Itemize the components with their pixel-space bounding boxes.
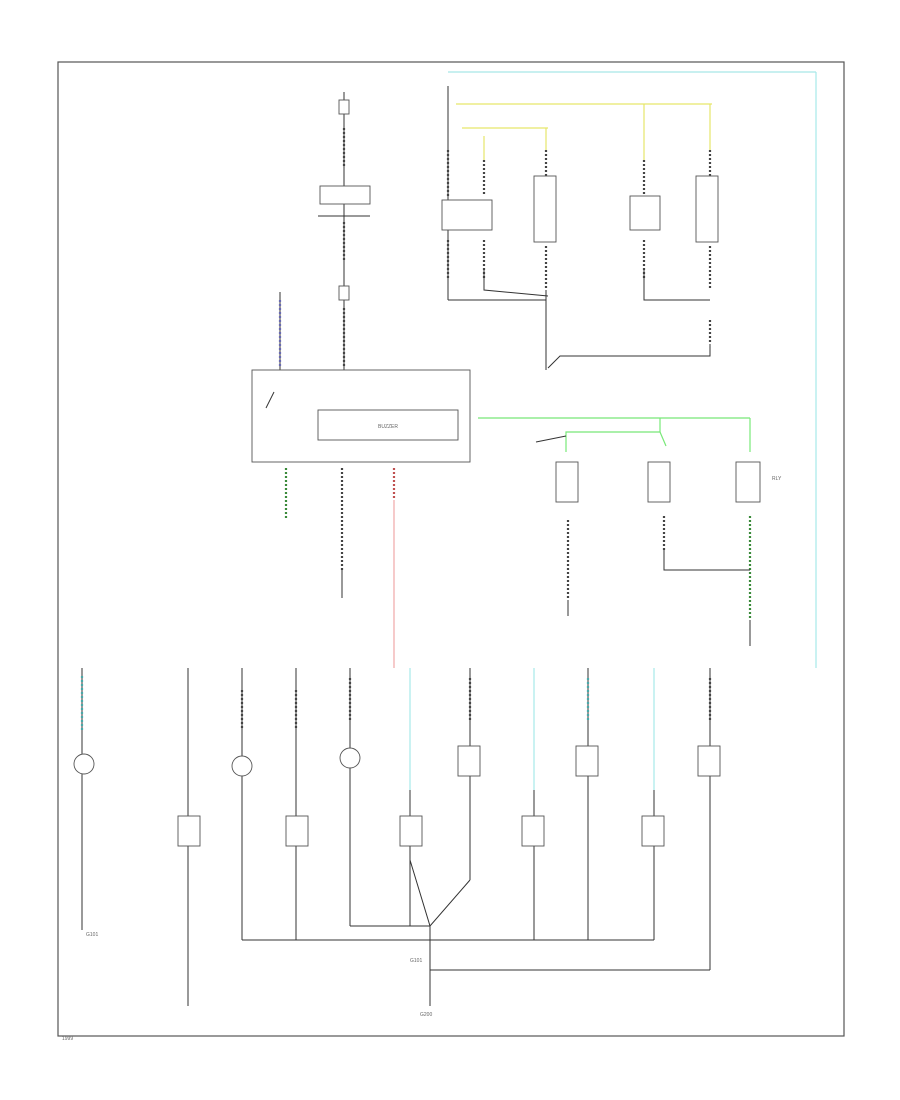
corner-mark: 1999 bbox=[62, 1036, 73, 1042]
lamp-4 bbox=[285, 815, 309, 847]
relay-module-label: BUZZER bbox=[378, 424, 398, 430]
relay-module-group: BUZZER bbox=[251, 369, 471, 668]
diagram-frame bbox=[57, 61, 845, 1037]
lamp-11 bbox=[697, 745, 721, 777]
indicator-lamps: G101 bbox=[73, 668, 721, 1006]
fuse-upper bbox=[338, 99, 350, 115]
top-switch-c bbox=[629, 195, 661, 231]
relay-module-inner bbox=[317, 409, 459, 441]
top-switch-a bbox=[441, 199, 493, 231]
lamp-9 bbox=[575, 745, 599, 777]
lamp-6 bbox=[399, 815, 423, 847]
lamp-10 bbox=[641, 815, 665, 847]
small-relay-box bbox=[735, 461, 761, 503]
ground-label-bottom: G200 bbox=[420, 1012, 432, 1018]
lamp-3 bbox=[231, 755, 253, 777]
lamp-2 bbox=[177, 815, 201, 847]
lamp-1 bbox=[73, 753, 95, 775]
lamp-7 bbox=[457, 745, 481, 777]
top-switch-b bbox=[533, 175, 557, 243]
ground-bus: G101 G200 bbox=[242, 859, 710, 1018]
ground-label-mid: G101 bbox=[410, 958, 422, 964]
ignition-switch bbox=[319, 185, 371, 205]
small-relay-label: RLY bbox=[772, 476, 782, 482]
switch-green-2 bbox=[647, 461, 671, 503]
lamp-8 bbox=[521, 815, 545, 847]
switch-green-1 bbox=[555, 461, 579, 503]
ground-label-left: G101 bbox=[86, 932, 98, 938]
green-relay-circuit: RLY bbox=[478, 417, 782, 646]
top-right-circuit bbox=[441, 71, 817, 668]
top-switch-d bbox=[695, 175, 719, 243]
lamp-5 bbox=[339, 747, 361, 769]
fuse-lower bbox=[338, 285, 350, 301]
ignition-fuse-chain bbox=[278, 92, 371, 370]
